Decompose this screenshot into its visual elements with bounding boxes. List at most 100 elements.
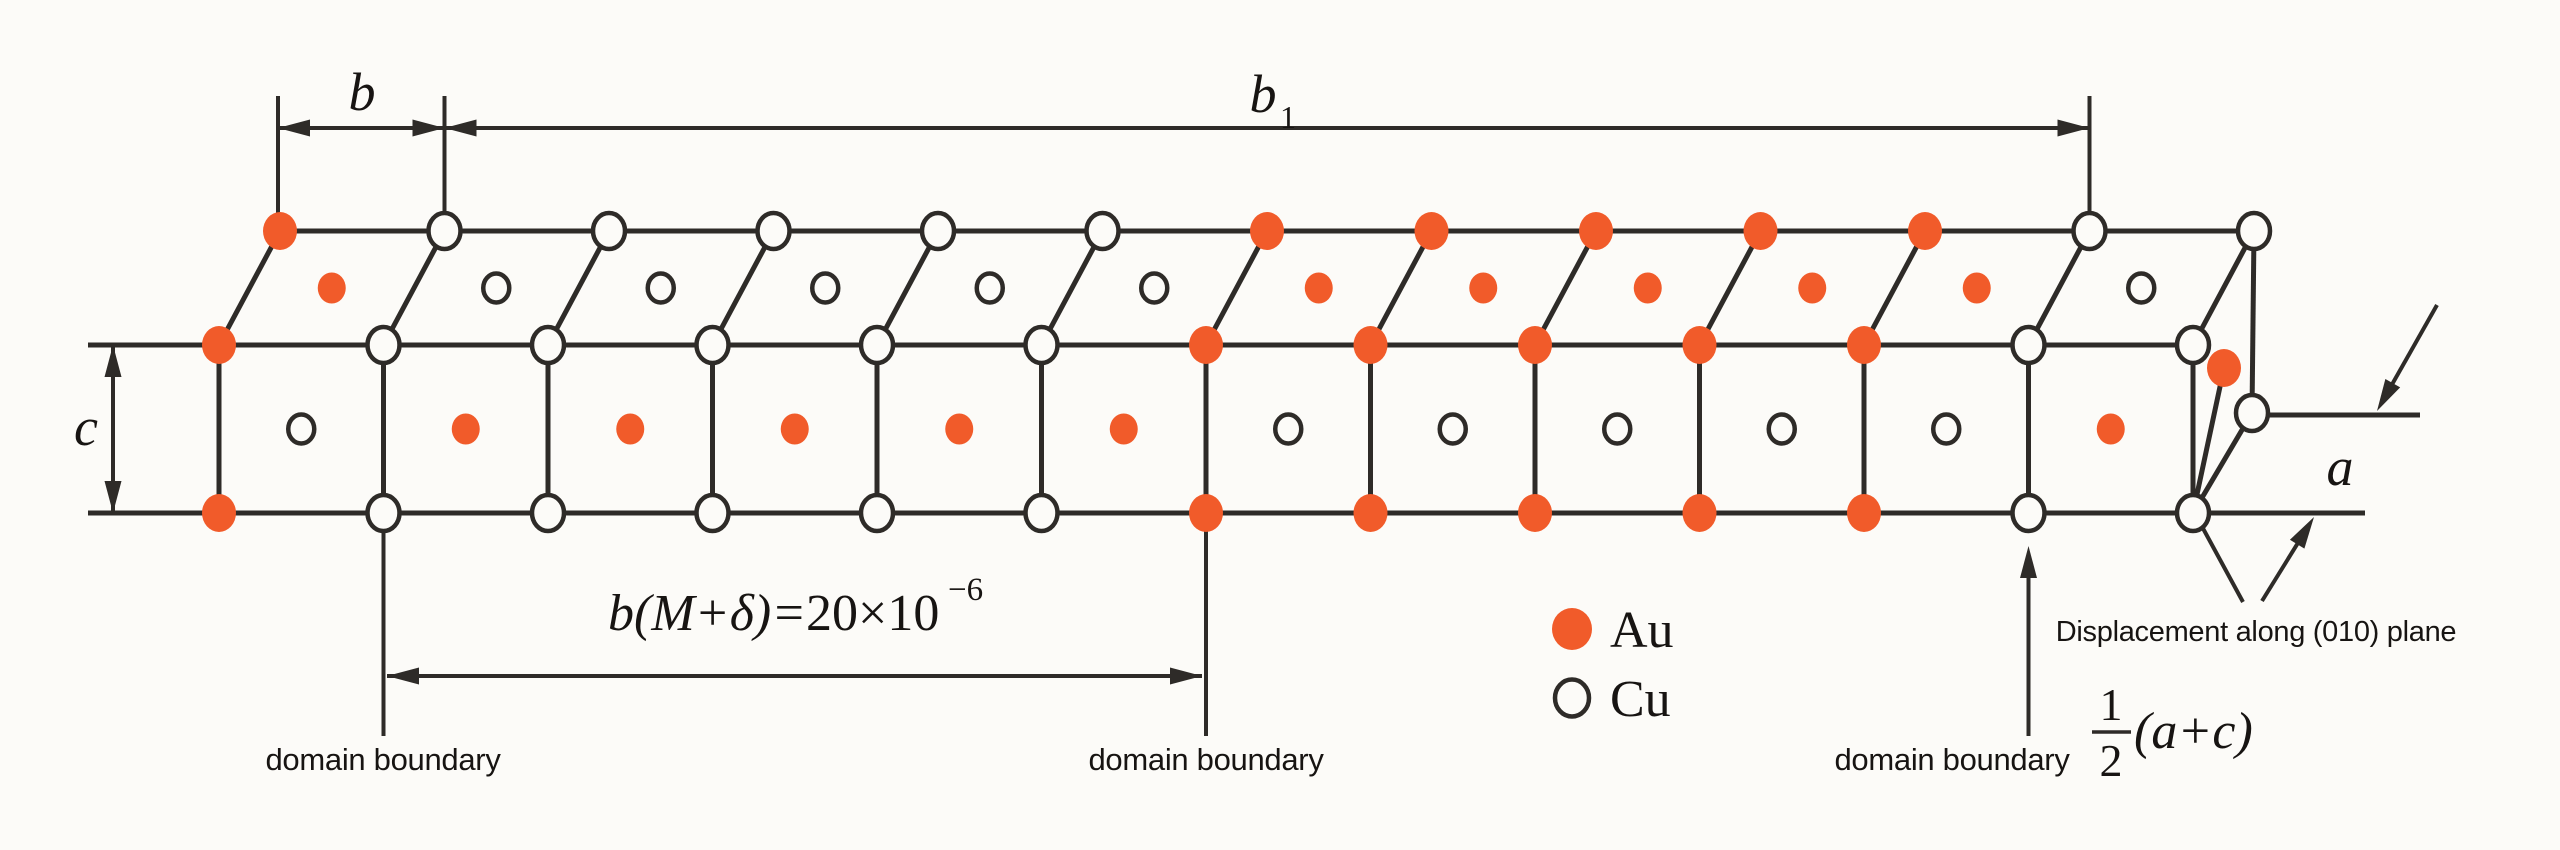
au-atom xyxy=(1908,212,1942,250)
formula-value: 20×10 xyxy=(806,585,939,642)
half-a-plus-c-label: (a+c) xyxy=(2134,703,2253,760)
domain-boundary-label-3: domain boundary xyxy=(1834,742,2070,777)
displaced-bond-line xyxy=(2249,230,2257,414)
au-atom xyxy=(1518,326,1552,364)
legend-cu-label: Cu xyxy=(1610,671,1671,728)
au-atom xyxy=(1304,272,1333,304)
cu-atom xyxy=(2233,392,2271,434)
atoms xyxy=(202,210,2273,534)
au-atom xyxy=(1847,494,1881,532)
cu-atom xyxy=(2071,210,2108,252)
formula-lhs: b(M+δ)= xyxy=(608,585,806,642)
au-atom xyxy=(2096,413,2125,445)
cell-side-slanted xyxy=(216,229,283,347)
cell-side-slanted xyxy=(1697,229,1763,347)
labels-layer: b b 1 c a b(M+δ)= 20×10 −6 domain bounda… xyxy=(74,62,2457,786)
au-atom xyxy=(945,413,974,445)
formula-exponent: −6 xyxy=(948,572,983,608)
au-atom xyxy=(1353,494,1388,532)
au-atom xyxy=(1189,326,1223,364)
cu-atom xyxy=(481,271,512,305)
dim-label-b1-subscript: 1 xyxy=(1280,99,1296,135)
cu-atom xyxy=(2126,271,2157,305)
cu-atom xyxy=(755,210,792,252)
au-atom xyxy=(1353,326,1388,364)
cu-atom xyxy=(1437,412,1468,446)
dim-b1-arrowhead xyxy=(2057,119,2090,137)
cu-atom xyxy=(2010,324,2047,366)
dim-b1-arrowhead xyxy=(444,119,477,137)
au-atom xyxy=(202,494,236,532)
cu-atom xyxy=(2174,324,2212,366)
au-atom xyxy=(1682,326,1717,364)
cu-atom xyxy=(694,324,731,366)
cell-side-slanted xyxy=(1532,229,1599,347)
dim-b-arrowhead xyxy=(278,119,310,137)
cu-atom xyxy=(1084,210,1121,252)
dim-domain-width-arrowhead xyxy=(1170,667,1202,685)
au-atom xyxy=(1962,272,1991,304)
cell-side-slanted xyxy=(545,229,612,347)
dim-label-c: c xyxy=(74,397,98,457)
dim-b-arrowhead xyxy=(412,119,445,137)
cu-atom xyxy=(694,492,731,534)
cell-side-slanted xyxy=(1039,229,1105,347)
cu-atom xyxy=(974,271,1005,305)
dim-label-b: b xyxy=(349,62,376,122)
cu-atom xyxy=(529,492,567,534)
legend-cu-symbol xyxy=(1552,677,1592,719)
cu-atom xyxy=(365,492,402,534)
cu-atom xyxy=(1023,324,1060,366)
cu-atom xyxy=(858,324,896,366)
a-dimension-arrow xyxy=(2384,304,2439,397)
dimension-arrows xyxy=(104,96,2439,736)
dim-domain-width-arrowhead xyxy=(387,667,419,685)
cu-atom xyxy=(2174,492,2212,534)
domain-boundary-arrow-arrowhead xyxy=(2020,546,2037,578)
cell-side-slanted xyxy=(1368,229,1434,347)
au-atom xyxy=(616,413,645,445)
legend-au-symbol xyxy=(1552,608,1592,650)
au-atom xyxy=(1109,413,1138,445)
au-atom xyxy=(317,272,346,304)
au-atom xyxy=(1250,212,1284,250)
displacement-label: Displacement along (010) plane xyxy=(2056,616,2456,648)
domain-boundary-label-1: domain boundary xyxy=(265,742,501,777)
displacement-arrow-lower-arrowhead xyxy=(2289,517,2314,549)
au-atom xyxy=(1798,272,1827,304)
dim-c-arrowhead xyxy=(104,345,122,377)
a-dimension-arrow-arrowhead xyxy=(2377,378,2401,411)
cu-atom xyxy=(2235,210,2273,252)
cu-atom xyxy=(365,324,402,366)
cell-side-slanted xyxy=(381,229,447,347)
cu-atom xyxy=(590,210,628,252)
cu-atom xyxy=(426,210,463,252)
cell-side-slanted xyxy=(2026,229,2092,347)
cu-atom xyxy=(858,492,896,534)
cu-atom xyxy=(919,210,957,252)
au-atom xyxy=(202,326,236,364)
cu-atom xyxy=(529,324,567,366)
cu-atom xyxy=(1273,412,1304,446)
cu-atom xyxy=(1766,412,1797,446)
au-atom xyxy=(1633,272,1662,304)
au-atom xyxy=(263,212,297,250)
au-atom xyxy=(1682,494,1717,532)
cu-atom xyxy=(645,271,676,305)
au-atom xyxy=(1518,494,1552,532)
domain-boundary-label-2: domain boundary xyxy=(1088,742,1324,777)
cu-atom xyxy=(1602,412,1633,446)
cu-atom xyxy=(286,412,317,446)
legend-au-label: Au xyxy=(1610,602,1674,659)
cu-atom xyxy=(1023,492,1060,534)
cu-atom xyxy=(1139,271,1170,305)
fraction-numerator: 1 xyxy=(2100,679,2123,730)
au-atom xyxy=(1743,212,1778,250)
cu-atom xyxy=(810,271,841,305)
displacement-leader-line xyxy=(2197,520,2245,603)
cu-atom xyxy=(1931,412,1962,446)
cell-side-slanted xyxy=(1861,229,1928,347)
fraction-denominator: 2 xyxy=(2100,735,2123,786)
